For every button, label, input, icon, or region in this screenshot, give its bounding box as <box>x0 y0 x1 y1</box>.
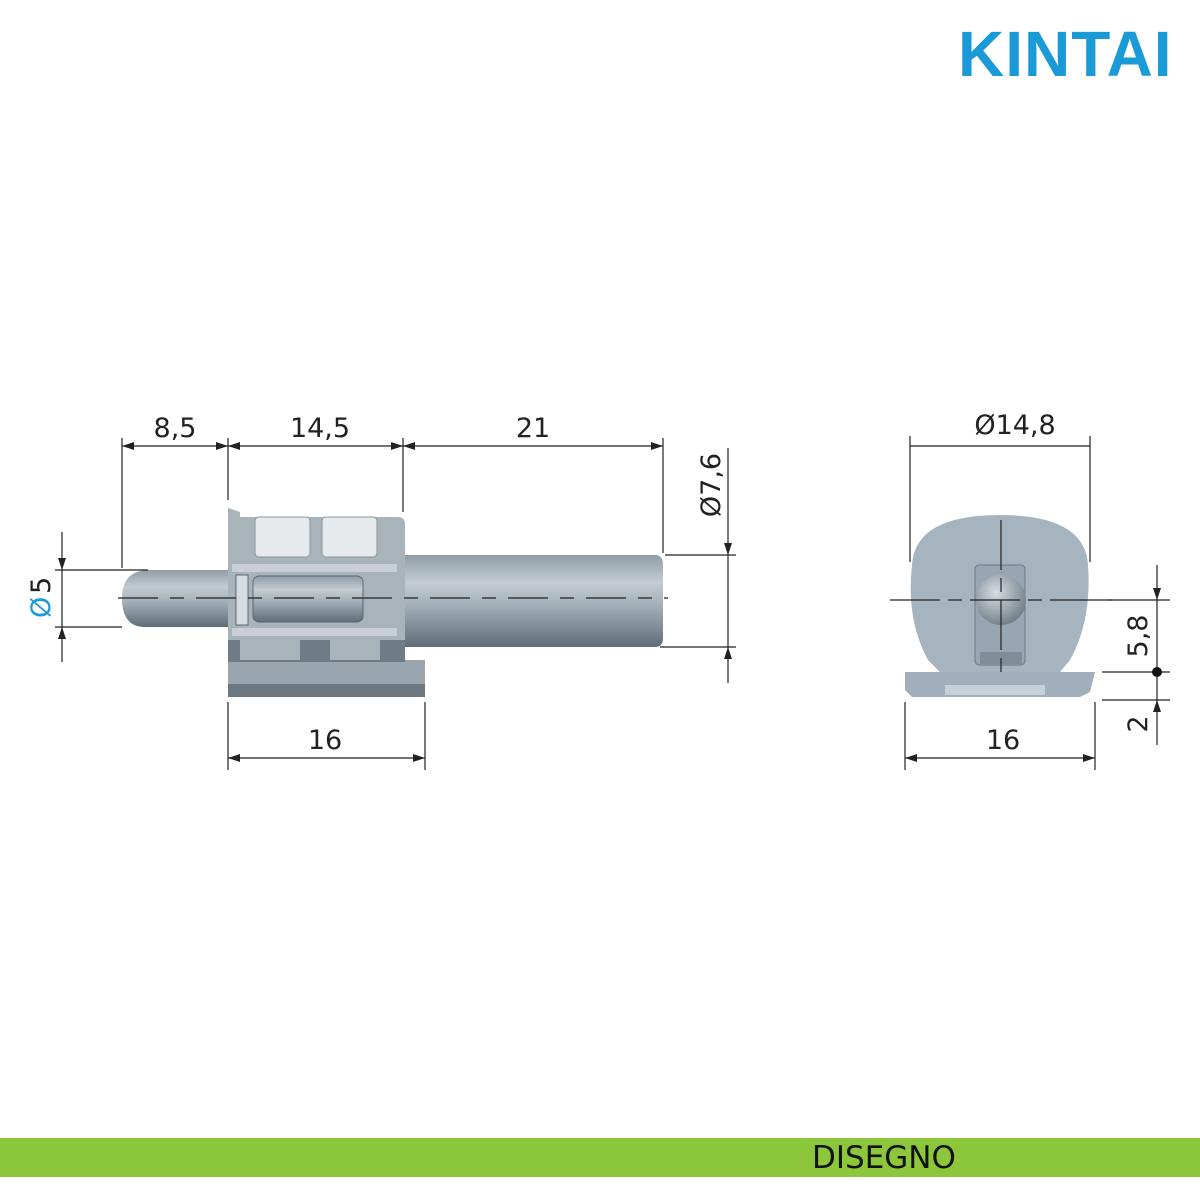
dimension-dot <box>1152 667 1162 677</box>
dim-center-height: 5,8 <box>1123 615 1154 658</box>
footer-label: DISEGNO <box>812 1140 956 1176</box>
dim-base-width: 16 <box>986 725 1020 756</box>
dim-shaft-diameter: Ø7,6 <box>696 453 727 517</box>
front-view: Ø14,8 16 5,8 2 <box>890 410 1170 770</box>
front-dimension-lines <box>905 445 1161 762</box>
kintai-logo: KINTAI <box>958 18 1173 90</box>
dim-body-length: 14,5 <box>290 413 350 444</box>
part-side-shape <box>122 508 663 697</box>
dim-shaft-length: 21 <box>516 413 550 444</box>
pin-diameter-value: 5 <box>26 577 57 594</box>
dim-head-diameter: Ø14,8 <box>974 410 1055 441</box>
dim-pin-diameter: Ø 5 <box>26 577 57 618</box>
footer-bar: DISEGNO <box>0 1138 1200 1177</box>
dim-base-thickness: 2 <box>1123 715 1154 732</box>
dimension-lines <box>58 442 732 762</box>
part-front-shape <box>905 515 1095 697</box>
front-centerlines <box>890 520 1112 680</box>
dim-pin-length: 8,5 <box>154 413 197 444</box>
dim-base-length: 16 <box>308 725 342 756</box>
diameter-symbol: Ø <box>26 597 57 618</box>
side-view: 8,5 14,5 21 16 Ø 5 Ø7,6 <box>26 413 736 770</box>
